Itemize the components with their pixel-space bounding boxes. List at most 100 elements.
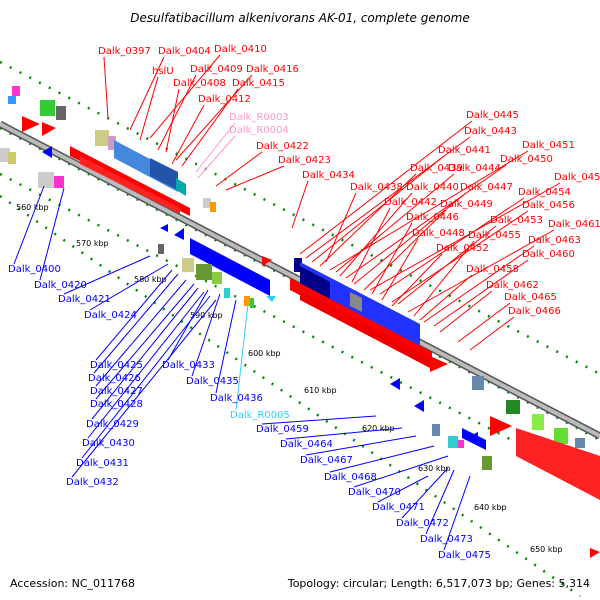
gene-label[interactable]: Dalk_0472 (396, 518, 449, 529)
gene-label[interactable]: Dalk_0432 (66, 477, 119, 488)
gene-label[interactable]: Dalk_0443 (464, 126, 517, 137)
label-leader-line (87, 291, 205, 439)
label-leader-line (299, 120, 473, 255)
gene-label[interactable]: Dalk_0461 (548, 219, 600, 230)
gene-label[interactable]: Dalk_0475 (438, 550, 491, 561)
label-leader-line (215, 151, 263, 187)
gene-label[interactable]: Dalk_0438 (350, 182, 403, 193)
gene-label[interactable]: Dalk_0462 (486, 280, 539, 291)
gene-block-olive (482, 456, 492, 470)
label-leader-line (325, 192, 357, 263)
label-leader-line (397, 225, 497, 305)
gene-label[interactable]: Dalk_0464 (280, 439, 333, 450)
forward-gene-arrow (262, 256, 272, 266)
gene-label[interactable]: Dalk_0426 (88, 373, 141, 384)
gene-label[interactable]: Dalk_0446 (406, 212, 459, 223)
gene-label[interactable]: Dalk_0442 (384, 197, 437, 208)
gene-label[interactable]: Dalk_0447 (460, 182, 513, 193)
gene-block-teal (176, 178, 186, 196)
gene-label[interactable]: Dalk_0436 (210, 393, 263, 404)
gene-label[interactable]: Dalk_0451 (522, 140, 575, 151)
label-leader-line (93, 273, 179, 374)
gene-label[interactable]: Dalk_0412 (198, 94, 251, 105)
gene-label[interactable]: Dalk_0409 (190, 64, 243, 75)
gene-label[interactable]: Dalk_0473 (420, 534, 473, 545)
gene-label[interactable]: Dalk_0440 (406, 182, 459, 193)
gene-label[interactable]: Dalk_0463 (528, 235, 581, 246)
gene-label[interactable]: Dalk_0424 (84, 310, 137, 321)
gene-label[interactable]: Dalk_0465 (504, 292, 557, 303)
label-leader-line (433, 259, 529, 327)
label-leader-line (95, 283, 195, 400)
label-leader-line (353, 455, 449, 488)
gene-label[interactable]: Dalk_0428 (90, 399, 143, 410)
gene-label[interactable]: Dalk_0423 (278, 155, 331, 166)
gene-label[interactable]: Dalk_0422 (256, 141, 309, 152)
gene-label[interactable]: Dalk_0452 (436, 243, 489, 254)
gene-label[interactable]: Dalk_0425 (90, 360, 143, 371)
top-label-leaders (103, 54, 561, 351)
label-leader-line (369, 182, 561, 291)
label-leader-line (285, 427, 403, 440)
gene-label[interactable]: Dalk_0470 (348, 487, 401, 498)
gene-label[interactable]: Dalk_0454 (518, 187, 571, 198)
gene-label[interactable]: Dalk_0449 (440, 199, 493, 210)
gene-label[interactable]: Dalk_0404 (158, 46, 211, 57)
gene-label[interactable]: Dalk_0397 (98, 46, 151, 57)
gene-label[interactable]: Dalk_0435 (186, 376, 239, 387)
label-leader-line (401, 467, 449, 519)
gene-label[interactable]: Dalk_0431 (76, 458, 129, 469)
gene-label[interactable]: Dalk_R0003 (229, 112, 289, 123)
gene-label[interactable]: hslU (152, 66, 174, 77)
label-leader-line (335, 173, 455, 273)
gene-label[interactable]: Dalk_0455 (468, 230, 521, 241)
map-title: Desulfatibacillum alkenivorans AK-01, co… (130, 11, 469, 25)
gene-label[interactable]: Dalk_0466 (508, 306, 561, 317)
gene-label[interactable]: Dalk_0467 (300, 455, 353, 466)
gene-label[interactable]: Dalk_0441 (438, 145, 491, 156)
gene-label[interactable]: Dalk_0444 (448, 163, 501, 174)
gene-label[interactable]: Dalk_R0005 (230, 410, 290, 421)
gene-label[interactable]: Dalk_0416 (246, 64, 299, 75)
guide-line-outer-bottom (0, 194, 581, 598)
label-leader-line (291, 180, 309, 229)
gene-label[interactable]: Dalk_0458 (466, 264, 519, 275)
gene-label[interactable]: Dalk_0456 (522, 200, 575, 211)
gene-label[interactable]: Dalk_0400 (8, 264, 61, 275)
forward-gene-arrow (430, 356, 448, 372)
gene-label[interactable]: Dalk_0459 (256, 424, 309, 435)
forward-gene-arrow (42, 122, 56, 136)
gene-label[interactable]: Dalk_0427 (90, 386, 143, 397)
label-leader-line (167, 289, 209, 361)
gene-label[interactable]: Dalk_0457 (554, 172, 600, 183)
label-leader-line (443, 475, 471, 551)
gene-label[interactable]: Dalk_0420 (34, 280, 87, 291)
gene-label[interactable]: Dalk_0448 (412, 228, 465, 239)
label-leader-line (103, 56, 109, 119)
label-leader-line (89, 263, 169, 311)
gene-label[interactable]: Dalk_0450 (500, 154, 553, 165)
gene-cluster-gray (350, 292, 362, 312)
kbp-tick-label: 580 kbp (134, 275, 167, 284)
label-leader-line (391, 253, 443, 307)
gene-label[interactable]: Dalk_0453 (490, 215, 543, 226)
gene-label[interactable]: Dalk_0434 (302, 170, 355, 181)
gene-label[interactable]: Dalk_0429 (86, 419, 139, 430)
gene-label[interactable]: Dalk_0415 (232, 78, 285, 89)
gene-label[interactable]: Dalk_0408 (173, 78, 226, 89)
gene-label[interactable]: Dalk_R0004 (229, 125, 289, 136)
gene-label[interactable]: Dalk_0445 (466, 110, 519, 121)
gene-block-navy (294, 258, 302, 272)
gene-label[interactable]: Dalk_0430 (82, 438, 135, 449)
gene-label[interactable]: Dalk_0421 (58, 294, 111, 305)
gene-label[interactable]: Dalk_0460 (522, 249, 575, 260)
gene-label[interactable]: Dalk_0410 (214, 44, 267, 55)
label-leader-line (379, 197, 525, 295)
gene-label[interactable]: Dalk_0468 (324, 472, 377, 483)
gene-label[interactable]: Dalk_0433 (162, 360, 215, 371)
label-leader-line (165, 88, 180, 153)
gene-label[interactable]: Dalk_0439 (410, 163, 463, 174)
gene-label[interactable]: Dalk_0471 (372, 502, 425, 513)
gene-block-tan (8, 152, 16, 164)
label-leader-line (305, 435, 417, 456)
